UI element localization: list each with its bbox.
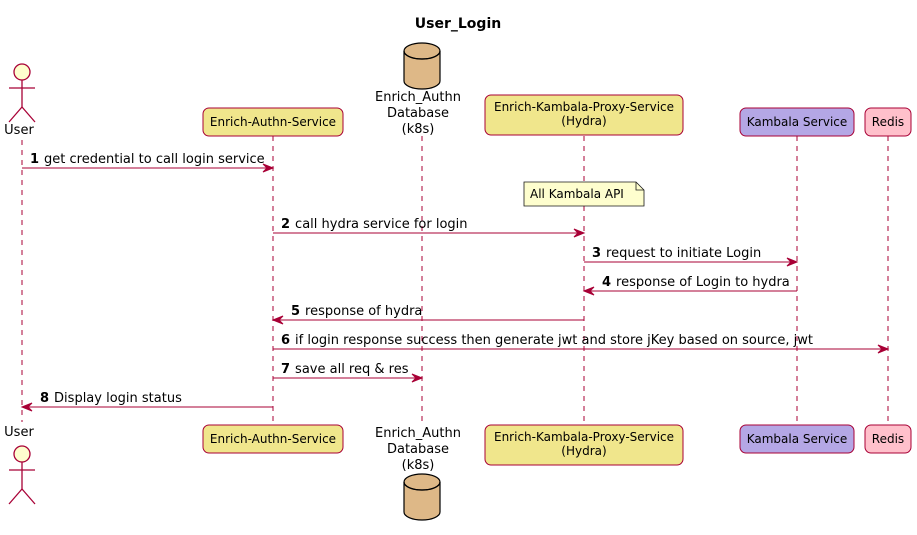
message-5: 5 response of hydra	[271, 304, 584, 325]
participant-box	[202, 424, 344, 454]
participant-box	[739, 424, 855, 454]
participant-label: Redis	[872, 432, 904, 446]
database-label-line: Database	[387, 442, 449, 457]
arrowhead	[411, 373, 424, 383]
message-text: request to initiate Login	[606, 246, 761, 261]
database-icon	[403, 42, 441, 90]
arrowhead	[20, 402, 33, 412]
participant-label: Kambala Service	[747, 115, 848, 129]
message-7: 7 save all req & res	[273, 362, 424, 383]
database-icon	[403, 473, 441, 521]
participant-redis-bottom: Redis	[864, 424, 912, 454]
database-label-line: (k8s)	[402, 458, 435, 473]
message-number: 1	[30, 152, 39, 167]
message-label: 5 response of hydra	[291, 304, 422, 319]
message-number: 3	[592, 246, 601, 261]
participants-bottom: User Enrich-Authn-Service Enrich_AuthnData…	[4, 424, 912, 521]
message-text: call hydra service for login	[295, 217, 467, 232]
participant-box	[484, 424, 684, 466]
message-text: if login response success then generate …	[295, 333, 813, 348]
message-label: 3 request to initiate Login	[592, 246, 761, 261]
message-label: 1 get credential to call login service	[30, 152, 265, 167]
message-label: 6 if login response success then generate…	[281, 333, 813, 348]
message-number: 8	[40, 391, 49, 406]
arrowhead	[262, 163, 275, 173]
arrowhead	[786, 257, 799, 267]
participant-user-top: User	[4, 63, 36, 138]
arrowhead	[271, 315, 284, 325]
message-text: Display login status	[54, 391, 182, 406]
message-text: response of hydra	[305, 304, 422, 319]
note-layer: All Kambala API	[523, 181, 645, 207]
database-label-line: (k8s)	[402, 122, 435, 137]
participant-label: Enrich-Kambala-Proxy-Service	[494, 100, 674, 114]
message-2: 2 call hydra service for login	[273, 217, 586, 238]
participant-label: Enrich-Authn-Service	[210, 115, 336, 129]
message-1: 1 get credential to call login service	[22, 152, 275, 173]
message-6: 6 if login response success then generate…	[273, 333, 890, 354]
participant-box	[864, 107, 912, 137]
message-3: 3 request to initiate Login	[584, 246, 799, 267]
actor-label: User	[4, 425, 34, 440]
participant-label: Kambala Service	[747, 432, 848, 446]
arrowhead	[573, 228, 586, 238]
participant-label: Redis	[872, 115, 904, 129]
message-8: 8 Display login status	[20, 391, 273, 412]
participant-proxy-top: Enrich-Kambala-Proxy-Service(Hydra)	[484, 94, 684, 136]
database-label-line: Enrich_Authn	[375, 90, 461, 105]
actor-icon	[8, 63, 36, 123]
message-number: 6	[281, 333, 290, 348]
participant-kambala-bottom: Kambala Service	[739, 424, 855, 454]
message-4: 4 response of Login to hydra	[582, 275, 797, 296]
participant-label: Enrich-Kambala-Proxy-Service	[494, 430, 674, 444]
message-label: 7 save all req & res	[281, 362, 409, 377]
message-text: get credential to call login service	[44, 152, 265, 167]
message-number: 2	[281, 217, 290, 232]
message-number: 7	[281, 362, 290, 377]
participant-box	[864, 424, 912, 454]
participants-top: User Enrich-Authn-Service Enrich_AuthnData…	[4, 42, 912, 138]
participant-box	[739, 107, 855, 137]
participant-label: (Hydra)	[561, 444, 606, 458]
messages: 1 get credential to call login service 2 ca…	[20, 152, 890, 412]
message-text: save all req & res	[295, 362, 409, 377]
note: All Kambala API	[523, 181, 645, 207]
participant-box	[484, 94, 684, 136]
actor-icon	[8, 445, 36, 505]
participant-proxy-bottom: Enrich-Kambala-Proxy-Service(Hydra)	[484, 424, 684, 466]
message-number: 4	[602, 275, 611, 290]
participant-label: (Hydra)	[561, 114, 606, 128]
actor-label: User	[4, 123, 34, 138]
participant-redis-top: Redis	[864, 107, 912, 137]
message-number: 5	[291, 304, 300, 319]
participant-box	[202, 107, 344, 137]
message-label: 4 response of Login to hydra	[602, 275, 790, 290]
participant-authn-top: Enrich-Authn-Service	[202, 107, 344, 137]
participant-kambala-top: Kambala Service	[739, 107, 855, 137]
note-text: All Kambala API	[530, 187, 624, 201]
message-label: 2 call hydra service for login	[281, 217, 468, 232]
participant-label: Enrich-Authn-Service	[210, 432, 336, 446]
database-label-line: Database	[387, 106, 449, 121]
arrowhead	[582, 286, 595, 296]
participant-user-bottom: User	[4, 425, 36, 505]
participant-authn-bottom: Enrich-Authn-Service	[202, 424, 344, 454]
database-label-line: Enrich_Authn	[375, 426, 461, 441]
arrowhead	[877, 344, 890, 354]
diagram-title: User_Login	[415, 16, 501, 32]
message-label: 8 Display login status	[40, 391, 182, 406]
lifelines	[21, 136, 889, 424]
message-text: response of Login to hydra	[616, 275, 790, 290]
